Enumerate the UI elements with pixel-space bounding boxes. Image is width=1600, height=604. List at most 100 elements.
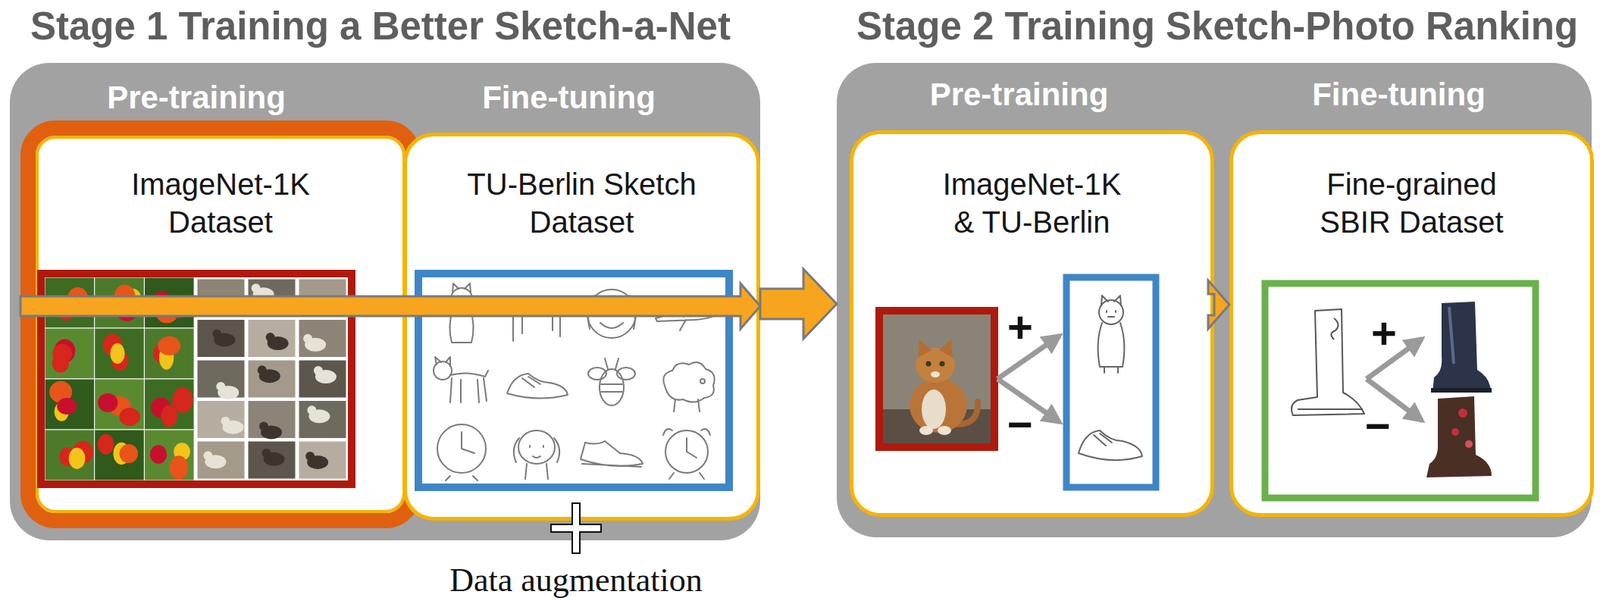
illustration-part: [1449, 306, 1454, 364]
illustration-part: [1078, 430, 1143, 461]
illustration-part: [56, 397, 77, 415]
illustration-part: [298, 278, 347, 317]
illustration-part: [939, 361, 946, 367]
illustration-part: [1458, 408, 1468, 418]
illustration-part: [508, 300, 565, 342]
illustration-part: [94, 429, 145, 481]
illustration-part: [1098, 295, 1125, 373]
illustration-part: [94, 277, 145, 329]
illustration-part: [580, 441, 643, 467]
illustration-part: [1430, 388, 1492, 393]
sketch-doodles: [433, 283, 720, 481]
cat-photo: [879, 310, 995, 448]
illustration-part: [157, 336, 181, 356]
illustration-part: [49, 381, 73, 404]
illustration-part: [54, 401, 69, 421]
illustration-part: [665, 430, 708, 473]
mosaic-tile: [44, 378, 95, 430]
illustration-part: [216, 381, 226, 392]
illustration-part: [663, 428, 711, 480]
illustration-part: [144, 378, 195, 430]
illustration-part: [54, 339, 76, 364]
illustration-part: [700, 378, 705, 384]
illustration-part: [298, 400, 347, 439]
illustration-part: [56, 296, 74, 317]
dataset-name: ImageNet-1K Dataset: [122, 165, 320, 242]
mosaic-tile: [247, 360, 296, 398]
illustration-part: [663, 362, 714, 412]
sketch-grid: [418, 273, 730, 488]
illustration-part: [116, 301, 138, 322]
mosaic-tile: [44, 277, 95, 329]
illustration-part: [937, 425, 952, 436]
imagenet-mosaic: [40, 273, 352, 485]
sketch-pair: [1066, 277, 1156, 488]
illustration-part: [125, 288, 142, 314]
illustration-part: [97, 393, 118, 413]
illustration-part: [247, 319, 296, 358]
dataset-box: Fine-tuningTU-Berlin Sketch Dataset: [403, 132, 761, 521]
illustration-part: [507, 373, 568, 399]
illustration-part: [197, 319, 245, 358]
illustration-part: [266, 332, 276, 342]
illustration-part: [930, 371, 940, 378]
illustration-part: [213, 332, 235, 347]
illustration-part: [433, 356, 489, 403]
illustration-part: [260, 425, 282, 439]
illustration-part: [151, 291, 173, 317]
illustration-part: [197, 400, 245, 439]
mosaic-tile: [247, 319, 296, 358]
illustration-part: [445, 432, 478, 481]
mosaic-tile: [94, 277, 145, 329]
illustration-part: [616, 304, 624, 311]
mosaic-tile: [298, 278, 347, 317]
flow-arrow: [20, 283, 761, 329]
illustration-part: [94, 378, 145, 430]
illustration-part: [1291, 309, 1365, 416]
photo-frame: [40, 273, 352, 485]
illustration-part: [616, 367, 636, 380]
illustration-part: [663, 428, 711, 480]
dataset-box: Fine-tuningFine-grained SBIR Dataset: [1229, 130, 1594, 517]
illustration-part: [1465, 440, 1473, 448]
illustration-part: [209, 297, 219, 307]
illustration-part: [1432, 301, 1491, 393]
illustration-part: [956, 401, 978, 425]
illustration-part: [1264, 283, 1536, 498]
illustration-part: [306, 455, 329, 470]
illustration-part: [1078, 430, 1143, 461]
illustration-part: [67, 287, 88, 311]
illustration-part: [172, 387, 193, 413]
illustration-part: [267, 336, 289, 351]
illustration-part: [437, 424, 486, 473]
mosaic-tile: [44, 429, 95, 481]
mosaic-tile: [298, 441, 347, 480]
illustration-part: [59, 447, 76, 467]
illustration-part: [144, 429, 195, 481]
mosaic-tile: [298, 319, 347, 358]
sbir-example: [1264, 283, 1536, 498]
sketch-frame: [418, 273, 730, 488]
illustration-part: [204, 454, 226, 469]
illustration-part: [247, 400, 296, 439]
illustration-part: [97, 434, 115, 455]
mosaic-tile: [94, 328, 145, 379]
illustration-part: [259, 369, 281, 383]
illustration-part: [909, 378, 968, 433]
illustration-part: [259, 421, 269, 431]
illustration-part: [433, 361, 452, 380]
illustration-part: [588, 295, 636, 329]
illustration-part: [197, 441, 245, 480]
illustration-part: [118, 407, 140, 426]
illustration-part: [580, 441, 643, 467]
flow-arrow: [1208, 280, 1230, 329]
illustration-part: [450, 288, 473, 310]
mosaic-tile: [197, 441, 245, 480]
mosaic-tile: [44, 328, 95, 379]
mosaic-tile: [144, 328, 195, 379]
illustration-part: [1451, 428, 1460, 436]
illustration-part: [1099, 300, 1124, 325]
mosaic-tile: [247, 400, 296, 440]
